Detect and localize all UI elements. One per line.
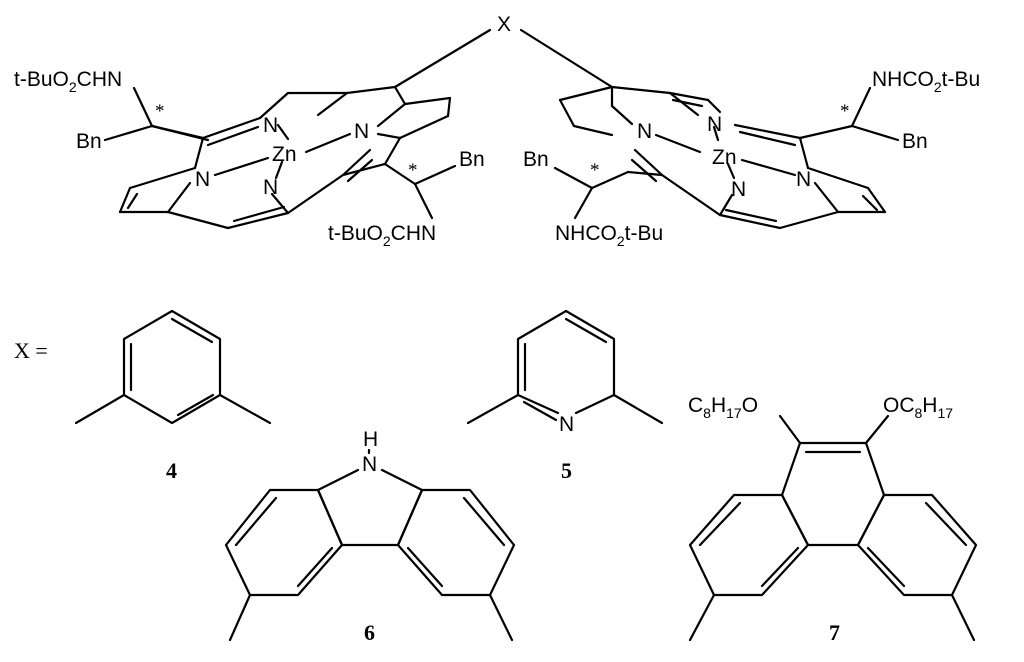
compound-7-right-substituent: OC8H17 bbox=[883, 394, 953, 421]
linker-bond-right bbox=[519, 28, 614, 89]
right-porphyrin-n4: N bbox=[731, 178, 746, 201]
stereo-mark-1: * bbox=[155, 101, 165, 122]
right-porphyrin-n2: N bbox=[637, 120, 652, 143]
right-porphyrin-n1: N bbox=[707, 113, 722, 136]
protecting-group-4: NHCO2t-Bu bbox=[555, 222, 663, 249]
linker-bond-left bbox=[393, 28, 492, 89]
compound-7-structure: C8H17O OC8H17 7 bbox=[688, 394, 978, 645]
stereo-mark-3: * bbox=[840, 101, 850, 122]
x-definition-label: X = bbox=[14, 338, 48, 363]
stereo-mark-4: * bbox=[590, 160, 600, 181]
right-porphyrin: N N N N Zn * Bn NHCO2t-Bu * Bn NHCO2t-Bu bbox=[523, 68, 980, 249]
right-porphyrin-n3: N bbox=[796, 168, 811, 191]
compound-4-number: 4 bbox=[166, 458, 177, 483]
compound-5-structure: N 5 bbox=[466, 309, 664, 483]
compound-5-nitrogen: N bbox=[559, 413, 574, 436]
compound-6-structure: H N 6 bbox=[224, 428, 516, 645]
bn-label-2: Bn bbox=[459, 148, 485, 171]
right-zn-label: Zn bbox=[712, 146, 737, 169]
left-porphyrin-n2: N bbox=[354, 120, 369, 143]
compound-7-left-substituent: C8H17O bbox=[688, 394, 758, 421]
compound-5-number: 5 bbox=[561, 458, 572, 483]
linker-x-label: X bbox=[497, 13, 511, 36]
protecting-group-1: t-BuO2CHN bbox=[14, 68, 122, 95]
compound-4-structure: 4 bbox=[74, 309, 272, 483]
compound-6-number: 6 bbox=[364, 620, 375, 645]
protecting-group-2: t-BuO2CHN bbox=[328, 222, 436, 249]
compound-6-nitrogen: N bbox=[362, 453, 377, 476]
compound-6-h: H bbox=[363, 428, 378, 451]
left-porphyrin-n4: N bbox=[263, 176, 278, 199]
left-porphyrin: N N N N Zn * Bn t-BuO2CHN * Bn t-BuO2CHN bbox=[14, 68, 485, 249]
left-porphyrin-n3: N bbox=[195, 168, 210, 191]
bn-label-1: Bn bbox=[76, 130, 102, 153]
bn-label-3: Bn bbox=[902, 130, 928, 153]
left-zn-label: Zn bbox=[272, 143, 297, 166]
compound-7-number: 7 bbox=[829, 620, 840, 645]
stereo-mark-2: * bbox=[408, 160, 418, 181]
bn-label-4: Bn bbox=[523, 148, 549, 171]
bis-zinc-porphyrin: X bbox=[14, 13, 980, 249]
left-porphyrin-n1: N bbox=[263, 114, 278, 137]
protecting-group-3: NHCO2t-Bu bbox=[872, 68, 980, 95]
